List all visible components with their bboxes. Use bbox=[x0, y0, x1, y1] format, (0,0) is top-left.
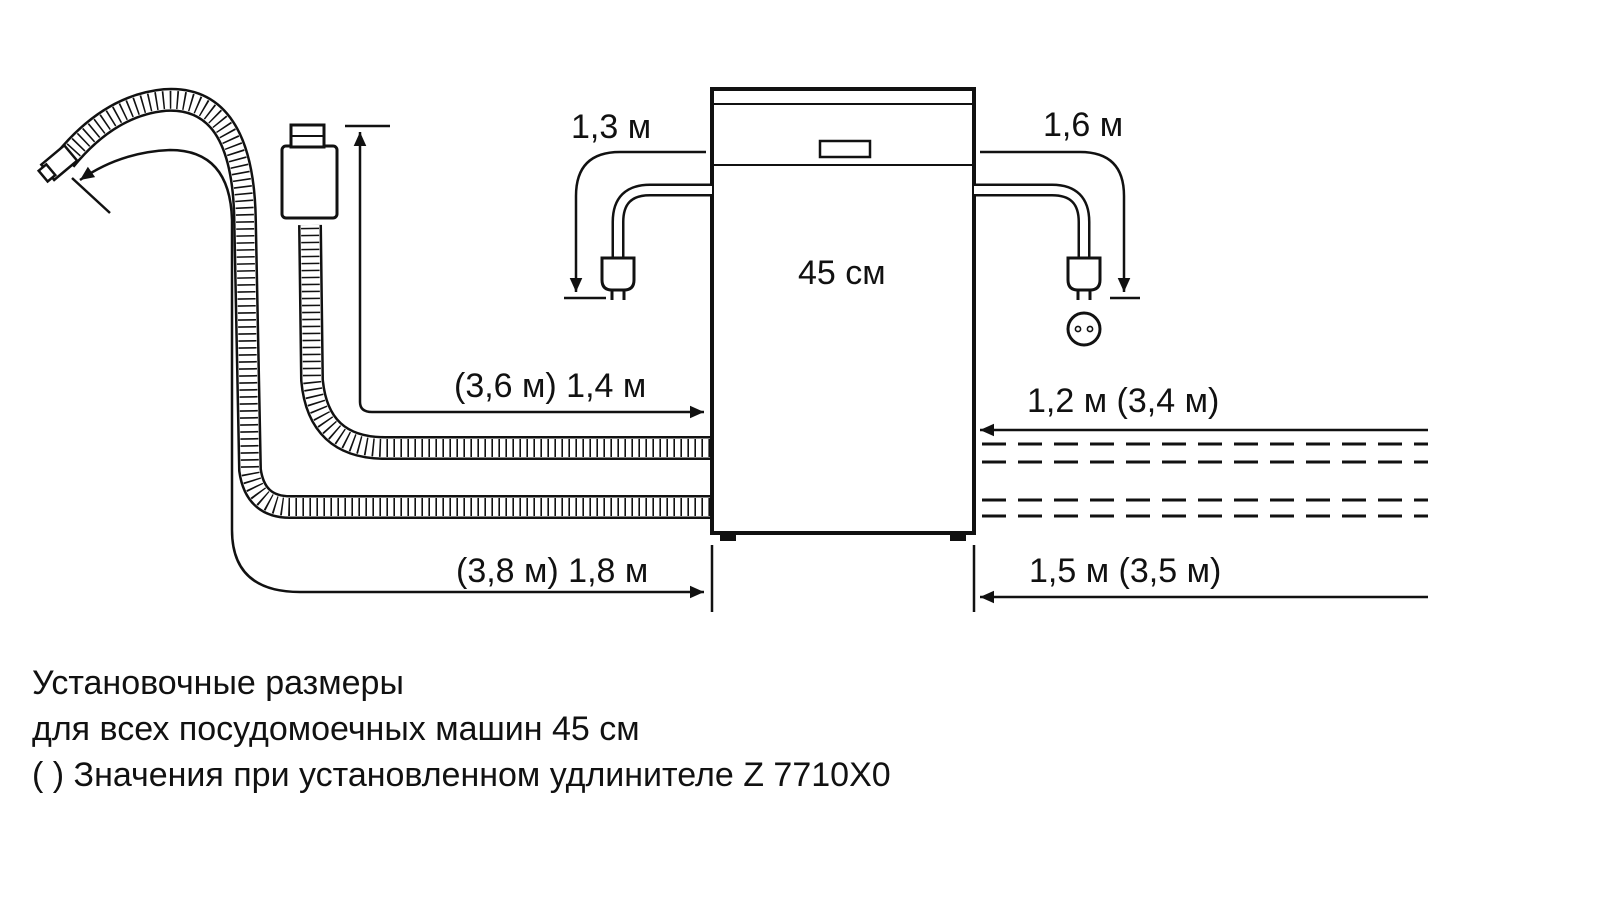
power-arrow-left bbox=[564, 150, 706, 300]
drain-hose bbox=[36, 87, 710, 519]
caption: Установочные размеры для всех посудомоеч… bbox=[32, 660, 891, 798]
dimension-arrows-left bbox=[71, 124, 704, 599]
foot-left bbox=[720, 533, 736, 541]
label-width: 45 см bbox=[798, 254, 886, 292]
label-drain-lower-left: (3,8 м) 1,8 м bbox=[456, 552, 648, 590]
socket-icon bbox=[1066, 311, 1102, 347]
power-cord-right bbox=[974, 183, 1102, 347]
inlet-hose bbox=[280, 123, 710, 460]
label-inlet-upper-left: (3,6 м) 1,4 м bbox=[454, 367, 646, 405]
power-arrow-right bbox=[980, 150, 1140, 300]
dimension-arrows-right bbox=[980, 423, 1428, 604]
power-cord-left bbox=[600, 183, 712, 300]
label-lower-right: 1,5 м (3,5 м) bbox=[1029, 552, 1221, 590]
dishwasher bbox=[710, 87, 976, 612]
label-power-left: 1,3 м bbox=[571, 108, 651, 146]
caption-line-1: Установочные размеры bbox=[32, 664, 404, 702]
label-upper-right: 1,2 м (3,4 м) bbox=[1027, 382, 1219, 420]
label-power-right: 1,6 м bbox=[1043, 106, 1123, 144]
caption-line-2: для всех посудомоечных машин 45 см bbox=[32, 710, 640, 748]
control-panel-display bbox=[818, 139, 872, 159]
foot-right bbox=[950, 533, 966, 541]
caption-line-3: ( ) Значения при установленном удлинител… bbox=[32, 756, 891, 794]
